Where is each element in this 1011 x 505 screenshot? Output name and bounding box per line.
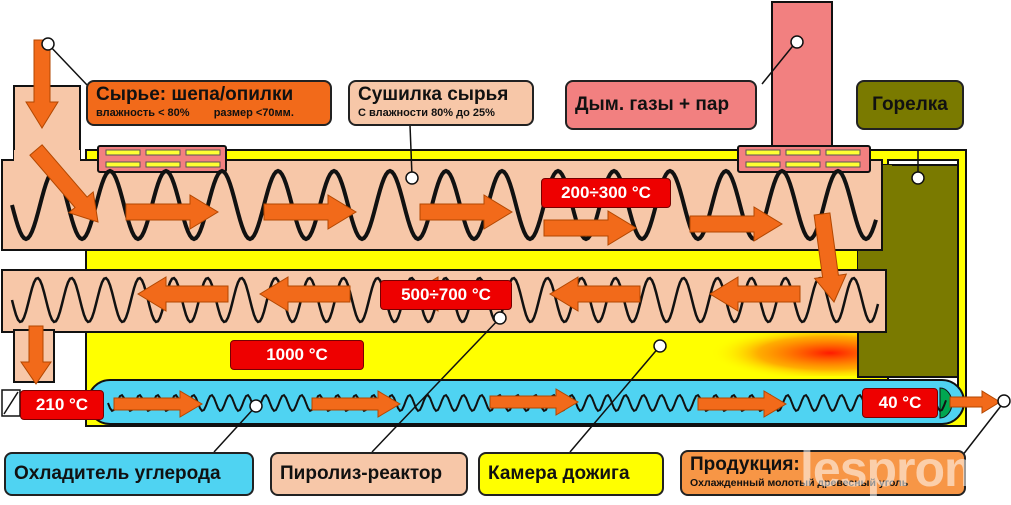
raw-subtitle: влажность < 80% размер <70мм. xyxy=(96,106,322,120)
raw-size: размер <70мм. xyxy=(213,107,294,119)
label-raw-material: Сырье: шепа/опилки влажность < 80% разме… xyxy=(86,80,332,126)
arrow-reactor-0 xyxy=(709,276,801,312)
gases-title: Дым. газы + пар xyxy=(575,94,730,115)
watermark: lesprom xyxy=(800,441,989,497)
flame xyxy=(660,330,860,376)
dryer-screw xyxy=(10,168,878,242)
label-chamber: Камера дожига xyxy=(478,452,664,496)
arrow-cooler-2 xyxy=(489,388,579,416)
reactor-screw xyxy=(10,276,880,324)
cooler-title: Охладитель углерода xyxy=(14,463,221,484)
burner-title: Горелка xyxy=(872,94,948,115)
dryer-title: Сушилка сырья xyxy=(358,84,509,105)
raw-moisture: влажность < 80% xyxy=(96,107,190,119)
chimney xyxy=(771,1,833,155)
label-burner: Горелка xyxy=(856,80,964,130)
product-title: Продукция: xyxy=(690,454,800,475)
heater-plate-right xyxy=(737,145,871,173)
temp-cooler-out: 40 °C xyxy=(862,388,938,418)
arrow-reactor-3 xyxy=(259,276,351,312)
arrow-output xyxy=(949,390,1001,414)
leader-dots xyxy=(41,35,1011,413)
label-cooler: Охладитель углерода xyxy=(4,452,254,496)
raw-title: Сырье: шепа/опилки xyxy=(96,84,294,105)
label-flue-gases: Дым. газы + пар xyxy=(565,80,757,130)
arrow-cooler-1 xyxy=(311,390,401,418)
temp-chamber: 1000 °C xyxy=(230,340,364,370)
dryer-subtitle: С влажности 80% до 25% xyxy=(358,107,495,119)
reactor-title: Пиролиз-реактор xyxy=(280,463,443,484)
temp-dryer: 200÷300 °C xyxy=(541,178,671,208)
product-subtitle: Охлажденный молотый древесный уголь xyxy=(690,477,909,489)
label-dryer: Сушилка сырья С влажности 80% до 25% xyxy=(348,80,534,126)
arrow-dryer-0 xyxy=(125,194,219,230)
arrow-dryer-4 xyxy=(689,206,783,242)
arrow-reactor-1 xyxy=(549,276,641,312)
label-product: Продукция: Охлажденный молотый древесный… xyxy=(680,450,966,496)
temp-reactor: 500÷700 °C xyxy=(380,280,512,310)
cooler-screw xyxy=(107,393,947,413)
arrow-dryer-1 xyxy=(263,194,357,230)
arrow-reactor-drop xyxy=(20,325,52,385)
arrow-feed-diagonal xyxy=(29,144,99,223)
heater-plate-left xyxy=(97,145,227,173)
arrow-dryer-2 xyxy=(419,194,513,230)
chamber-title: Камера дожига xyxy=(488,463,630,484)
arrow-cooler-3 xyxy=(697,390,787,418)
label-reactor: Пиролиз-реактор xyxy=(270,452,468,496)
temp-cooler-in: 210 °C xyxy=(20,390,104,420)
arrow-cooler-0 xyxy=(113,390,203,418)
arrow-dryer-3 xyxy=(543,210,637,246)
arrow-reactor-4 xyxy=(137,276,229,312)
arrow-dryer-drop xyxy=(813,212,848,303)
